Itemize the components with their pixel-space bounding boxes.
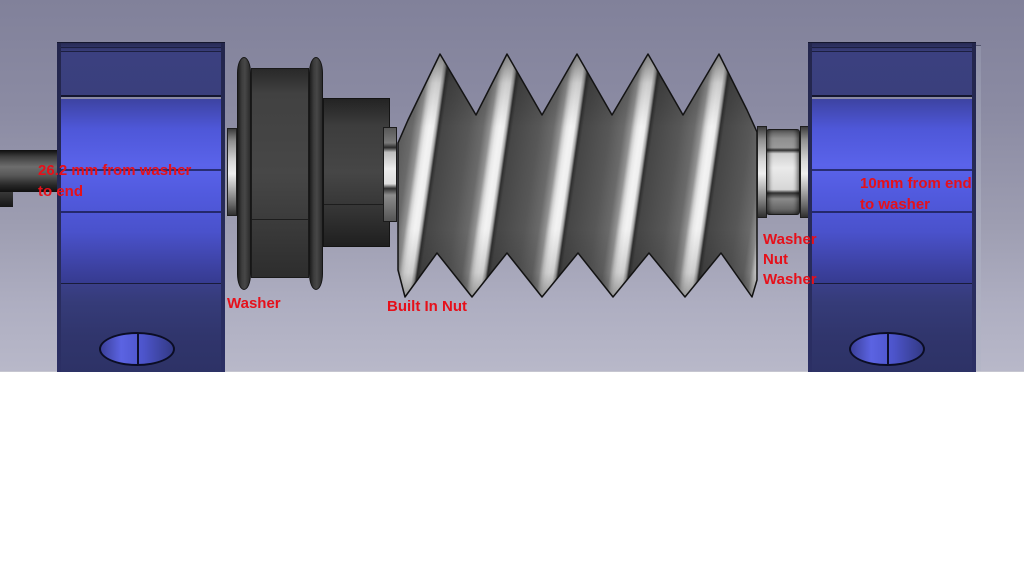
pillow-block-right — [808, 42, 981, 373]
boss-edge-line — [324, 204, 389, 205]
annotation-washer-left: Washer — [227, 293, 281, 314]
bolt-hole — [849, 332, 925, 366]
annotation-line: to end — [38, 183, 83, 200]
bracket-edge — [972, 43, 976, 372]
bolt-hole — [99, 332, 175, 366]
pillow-block-left — [57, 42, 225, 373]
annotation-left-measure: 26.2 mm from washer to end — [38, 160, 191, 202]
bracket-edge — [808, 43, 812, 372]
cad-viewport[interactable]: 26.2 mm from washer to end Washer Built … — [0, 0, 1024, 373]
built-in-nut — [383, 127, 397, 222]
annotation-line: Washer — [763, 231, 817, 248]
bolt-hole-seam — [137, 334, 139, 364]
housing-edge-line — [57, 211, 225, 213]
annotation-line: Built In Nut — [387, 298, 467, 315]
hub-edge-line — [252, 219, 308, 220]
drive-shaft-step — [0, 192, 13, 207]
bearing-housing — [808, 99, 976, 283]
annotation-line: Washer — [227, 295, 281, 312]
housing-edge-line — [808, 169, 976, 171]
annotation-line: 26.2 mm from washer — [38, 162, 192, 179]
bracket-top-flange — [57, 42, 225, 97]
worm-shading — [398, 54, 757, 297]
housing-edge-line — [57, 169, 225, 171]
annotation-line: Washer — [763, 271, 817, 288]
bracket-top-flange — [808, 42, 976, 97]
bolt-hole-seam — [887, 334, 889, 364]
coupling-flange-right — [309, 57, 323, 290]
worm-screw — [397, 53, 758, 298]
drive-shaft — [0, 150, 58, 192]
coupling-hub — [251, 68, 309, 278]
annotation-line: to washer — [860, 196, 931, 213]
annotation-line: Nut — [763, 251, 788, 268]
annotation-line: 10mm from end — [860, 175, 972, 192]
canvas-white-area — [0, 372, 1024, 562]
coupling-flange-left — [237, 57, 251, 290]
annotation-right-stack: Washer Nut Washer — [763, 230, 817, 290]
annotation-right-measure: 10mm from end to washer — [860, 173, 972, 215]
washer-left — [227, 128, 237, 216]
housing-edge-line — [808, 211, 976, 213]
bracket-side-face — [976, 45, 981, 371]
bearing-housing — [57, 99, 225, 283]
annotation-built-in-nut: Built In Nut — [387, 296, 467, 317]
bracket-edge — [221, 43, 225, 372]
coupling-boss — [323, 98, 390, 247]
hex-nut — [766, 129, 800, 215]
bracket-edge — [57, 43, 61, 372]
